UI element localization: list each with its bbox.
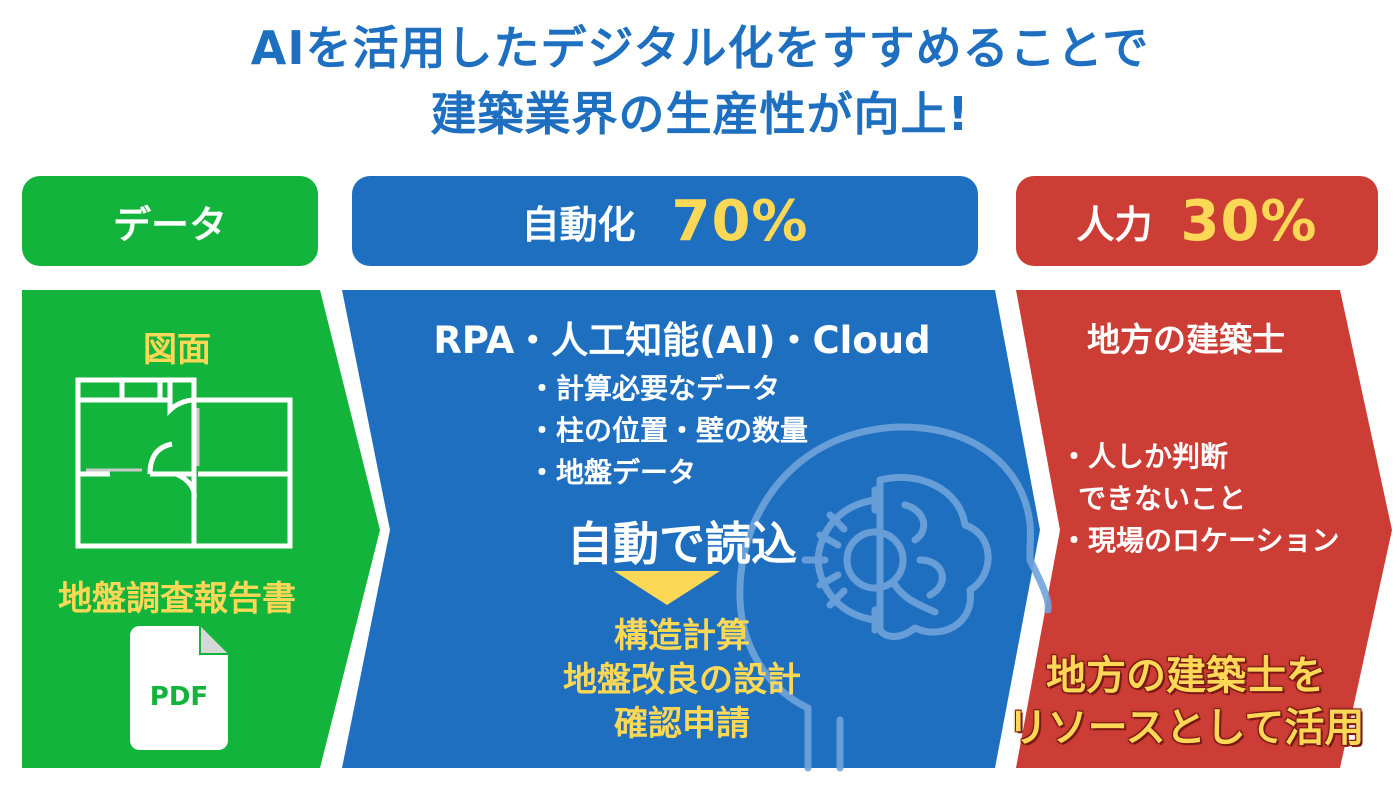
tech-label: RPA・人工知能(AI)・Cloud: [433, 319, 931, 362]
list-item: ・柱の位置・壁の数量: [528, 414, 809, 447]
list-item: 地盤改良の設計: [563, 660, 801, 700]
report-label: 地盤調査報告書: [58, 579, 296, 619]
header-automation-label: 自動化: [521, 202, 636, 247]
human-callout: 地方の建築士を リソースとして活用: [976, 650, 1396, 754]
list-item: ・現場のロケーション: [1060, 524, 1340, 557]
list-item: ・地盤データ: [528, 456, 697, 489]
list-item: できないこと: [1078, 482, 1247, 515]
ai-head-brain-gear-icon: [736, 423, 1052, 772]
floor-plan-icon: [75, 377, 293, 549]
auto-input-list: ・計算必要なデータ ・柱の位置・壁の数量 ・地盤データ: [528, 368, 808, 494]
header-human-label: 人力: [1076, 202, 1153, 247]
pdf-file-icon: [130, 626, 228, 750]
floor-plan-grey-walls: [86, 408, 200, 472]
list-item: 確認申請: [614, 704, 750, 744]
header-data: データ: [22, 176, 318, 266]
header-automation: 自動化 70%: [352, 176, 978, 266]
main-title-line2: 建築業界の生産性が向上!: [430, 87, 970, 141]
callout-line: リソースとして活用: [1007, 705, 1365, 751]
main-title-line1: AIを活用したデジタル化をすすめることで: [250, 21, 1150, 75]
human-arrow-panel: [1016, 290, 1392, 768]
drawing-label: 図面: [143, 330, 211, 370]
result-list: 構造計算 地盤改良の設計 確認申請: [352, 614, 1012, 746]
human-title: 地方の建築士: [1087, 320, 1285, 359]
header-data-label: データ: [112, 202, 227, 247]
auto-read-label: 自動で読込: [567, 517, 797, 571]
header-human: 人力 30%: [1016, 176, 1378, 266]
list-item: 構造計算: [614, 616, 750, 656]
human-task-list: ・人しか判断 できないこと ・現場のロケーション: [1060, 436, 1339, 562]
pdf-label: PDF: [149, 682, 209, 712]
list-item: ・人しか判断: [1060, 440, 1229, 473]
header-human-percent: 30%: [1180, 188, 1318, 254]
down-triangle-icon: [614, 571, 720, 605]
list-item: ・計算必要なデータ: [528, 372, 781, 405]
automation-arrow-panel: [342, 290, 1040, 768]
header-automation-percent: 70%: [671, 188, 809, 254]
callout-line: 地方の建築士を: [1046, 653, 1326, 699]
